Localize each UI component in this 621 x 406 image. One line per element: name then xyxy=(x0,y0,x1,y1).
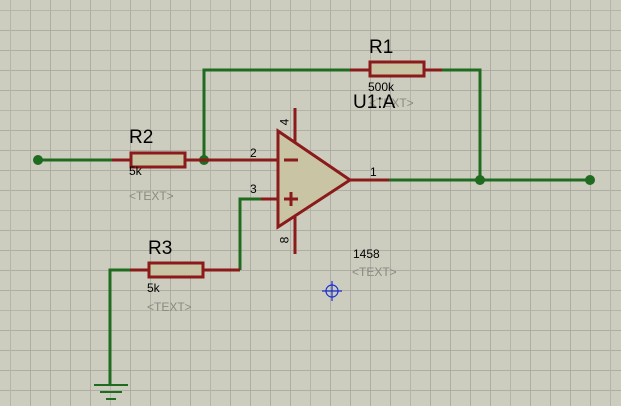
pin-3-label: 3 xyxy=(250,182,257,196)
pin-4-label: 4 xyxy=(277,118,292,126)
u1-value: 1458 xyxy=(353,247,380,261)
u1-reference: U1:A xyxy=(353,92,396,113)
r1-reference: R1 xyxy=(369,37,394,58)
ground-symbol[interactable] xyxy=(94,384,128,400)
opamp-u1a[interactable] xyxy=(204,108,389,254)
u1-text-placeholder: <TEXT> xyxy=(352,265,397,279)
feedback-wire-right[interactable] xyxy=(442,68,482,180)
output-terminal-dot[interactable] xyxy=(585,175,595,185)
r3-value: 5k xyxy=(147,281,160,295)
r3-text-placeholder: <TEXT> xyxy=(147,300,192,314)
input-terminal-dot[interactable] xyxy=(33,155,43,165)
r2-value: 5k xyxy=(129,164,142,178)
pin-1-label: 1 xyxy=(370,165,377,179)
ground-wire[interactable] xyxy=(108,268,130,385)
r1-value: 500k xyxy=(368,80,395,94)
r3-reference: R3 xyxy=(148,238,173,259)
r2-text-placeholder: <TEXT> xyxy=(129,189,174,203)
junction-dot xyxy=(475,175,485,185)
feedback-wire-left[interactable] xyxy=(202,68,350,160)
r1-text-placeholder: <TEXT> xyxy=(369,96,414,110)
resistor-r2[interactable] xyxy=(112,151,204,169)
noninv-wire[interactable] xyxy=(238,197,261,270)
r2-reference: R2 xyxy=(129,127,154,148)
resistor-r3[interactable] xyxy=(130,261,240,279)
pin-8-label: 8 xyxy=(277,236,292,244)
origin-crosshair-icon xyxy=(322,281,342,301)
resistor-r1[interactable] xyxy=(350,60,442,78)
pin-2-label: 2 xyxy=(250,146,257,160)
